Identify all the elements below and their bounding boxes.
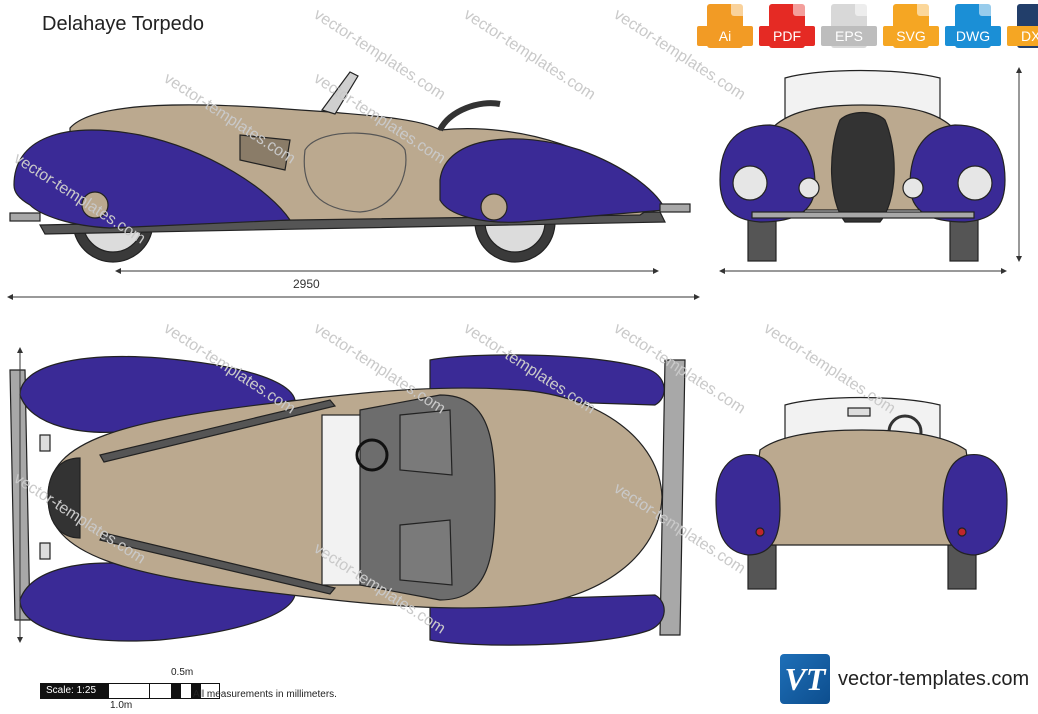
front-left-foglight <box>798 177 820 199</box>
top-view <box>9 354 686 646</box>
side-windshield <box>321 71 359 115</box>
top-cockpit <box>359 394 496 601</box>
vt-logo-icon: VT <box>780 654 830 704</box>
front-right-fender <box>909 124 1006 223</box>
format-dxf-icon[interactable]: DXF <box>1007 4 1038 52</box>
format-badges: Ai PDF EPS SVG DWG DXF <box>697 4 1038 52</box>
front-right-tire <box>949 214 979 262</box>
front-right-foglight <box>902 177 924 199</box>
format-pdf-label: PDF <box>759 26 815 46</box>
rear-view <box>715 396 1008 590</box>
format-dwg-icon[interactable]: DWG <box>945 4 1001 52</box>
front-grille <box>830 111 895 223</box>
side-front-fender-spat <box>480 193 508 221</box>
front-view <box>719 69 1006 262</box>
side-door-line <box>303 132 407 213</box>
format-ai-icon[interactable]: Ai <box>697 4 753 52</box>
top-right-louvres <box>99 532 337 595</box>
top-steering-wheel <box>355 438 389 472</box>
top-windshield <box>321 414 363 586</box>
rear-left-fender <box>715 454 781 556</box>
top-right-seat <box>399 519 453 586</box>
side-view <box>9 71 691 263</box>
rear-right-taillight <box>957 527 967 537</box>
format-eps-label: EPS <box>821 26 877 46</box>
brand-site[interactable]: vector-templates.com <box>838 667 1030 690</box>
side-front-fender <box>439 138 666 223</box>
dimension-lines <box>7 67 1022 643</box>
format-ai-label: Ai <box>697 26 753 46</box>
brand[interactable]: VT vector-templates.com <box>780 654 1029 704</box>
rear-body <box>747 429 981 546</box>
scale-bar <box>108 683 220 699</box>
scale-label: Scale: 1:25 <box>40 683 108 699</box>
format-eps-icon[interactable]: EPS <box>821 4 877 52</box>
rear-windshield <box>784 396 941 441</box>
front-left-headlight <box>732 165 768 201</box>
front-right-headlight <box>957 165 993 201</box>
length-label: 2950 <box>293 277 320 291</box>
top-rear-bumper <box>659 359 686 636</box>
top-left-seat <box>399 409 453 476</box>
measurement-note: All measurements in millimeters. <box>193 689 337 700</box>
rear-right-fender <box>942 454 1008 556</box>
scale-one-label: 1.0m <box>110 700 133 711</box>
format-svg-label: SVG <box>883 26 939 46</box>
rear-left-taillight <box>755 527 765 537</box>
side-front-bumper <box>659 203 691 213</box>
format-dwg-label: DWG <box>945 26 1001 46</box>
top-right-headlight <box>39 542 51 560</box>
front-bumper <box>751 211 975 219</box>
side-hood-louvres <box>239 134 291 171</box>
rear-mirror <box>847 407 871 417</box>
top-left-headlight <box>39 434 51 452</box>
top-grille <box>47 457 81 539</box>
front-left-tire <box>747 214 777 262</box>
format-svg-icon[interactable]: SVG <box>883 4 939 52</box>
side-rear-bumper <box>9 212 41 222</box>
format-pdf-icon[interactable]: PDF <box>759 4 815 52</box>
front-windshield <box>784 69 941 119</box>
side-seat-back <box>437 100 501 132</box>
front-left-fender <box>719 124 816 223</box>
top-left-louvres <box>99 399 337 463</box>
format-dxf-label: DXF <box>1007 26 1038 46</box>
side-rear-fender-spat <box>81 191 109 219</box>
page-title: Delahaye Torpedo <box>42 13 204 35</box>
scale-half-label: 0.5m <box>171 667 194 678</box>
top-front-left-fender <box>19 355 296 433</box>
